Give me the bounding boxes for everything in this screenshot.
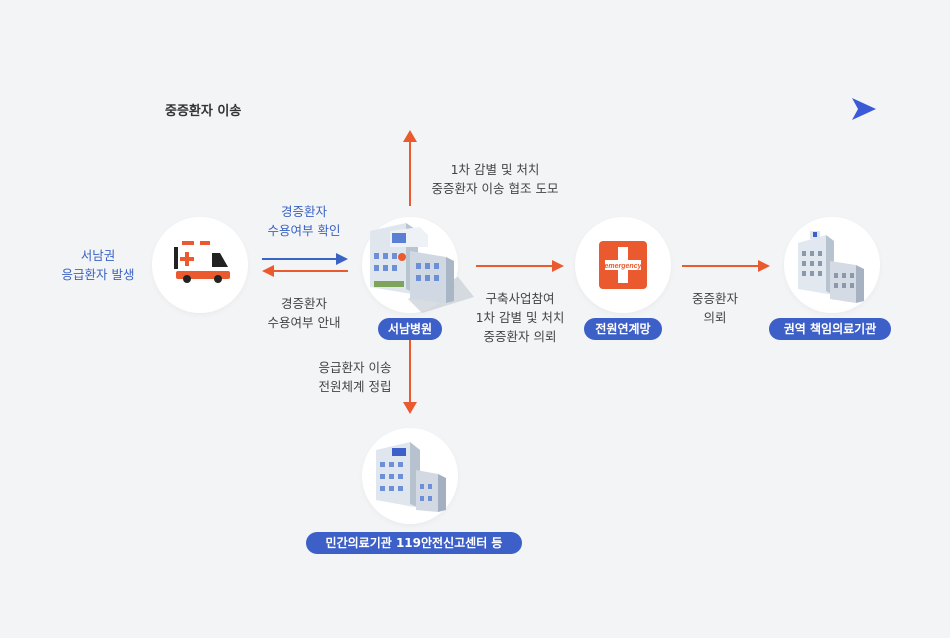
confirm-label-line1: 경증환자: [280, 204, 327, 219]
confirm-label-line2: 수용여부 확인: [267, 223, 341, 238]
transfer-to-regional-arrowhead: [758, 260, 770, 272]
severe-request-line1: 중증환자: [691, 291, 738, 306]
emergency-occurrence-line2: 응급환자 발생: [61, 267, 135, 282]
private-hospital-circle: [362, 428, 458, 524]
hospital-to-transfer-arrowhead: [552, 260, 564, 272]
emergency-occurrence-line1: 서남권: [80, 248, 116, 263]
participation-line3: 중증환자 의뢰: [483, 329, 557, 344]
emergency-sign-icon: emergency: [599, 241, 647, 289]
ambulance-circle: [152, 217, 248, 313]
transfer-network-node-label: 전원연계망: [584, 318, 662, 340]
upper-label-line2: 중증환자 이송 협조 도모: [431, 181, 559, 196]
confirm-arrowhead: [336, 253, 348, 265]
confirm-label: 경증환자 수용여부 확인: [255, 202, 353, 240]
guide-label-line1: 경증환자: [280, 296, 327, 311]
private-hospital-icon: [376, 442, 446, 512]
private-institutions-node-label: 민간의료기관 119안전신고센터 등: [306, 532, 522, 554]
hospital-node-label: 서남병원: [378, 318, 442, 340]
upper-label-line1: 1차 감별 및 처치: [450, 162, 540, 177]
down-arrowhead: [403, 402, 417, 414]
participation-label: 구축사업참여 1차 감별 및 처치 중증환자 의뢰: [466, 289, 574, 346]
transfer-system-label: 응급환자 이송 전원체계 정립: [306, 358, 404, 396]
hospital-circle: [362, 217, 474, 313]
regional-hospital-node-label: 권역 책임의료기관: [769, 318, 891, 340]
up-arrowhead: [403, 130, 417, 142]
emergency-occurrence-label: 서남권 응급환자 발생: [48, 246, 148, 284]
regional-hospital-icon: [798, 231, 864, 303]
severe-transfer-arrowhead: [852, 98, 876, 120]
guide-label-line2: 수용여부 안내: [267, 315, 341, 330]
transfer-network-circle: emergency: [575, 217, 671, 313]
transfer-system-line1: 응급환자 이송: [318, 360, 392, 375]
participation-line1: 구축사업참여: [485, 291, 555, 306]
hospital-building-icon: [370, 223, 474, 313]
severe-request-label: 중증환자 의뢰: [680, 289, 750, 327]
transfer-system-line2: 전원체계 정립: [318, 379, 392, 394]
regional-hospital-circle: [784, 217, 880, 313]
upper-label: 1차 감별 및 처치 중증환자 이송 협조 도모: [420, 160, 570, 198]
guide-label: 경증환자 수용여부 안내: [255, 294, 353, 332]
participation-line2: 1차 감별 및 처치: [475, 310, 565, 325]
severe-request-line2: 의뢰: [703, 310, 727, 325]
severe-transfer-label: 중증환자 이송: [165, 104, 242, 119]
emergency-sign-text: emergency: [605, 263, 643, 270]
ambulance-icon: [174, 241, 230, 283]
guide-arrowhead: [262, 265, 274, 277]
